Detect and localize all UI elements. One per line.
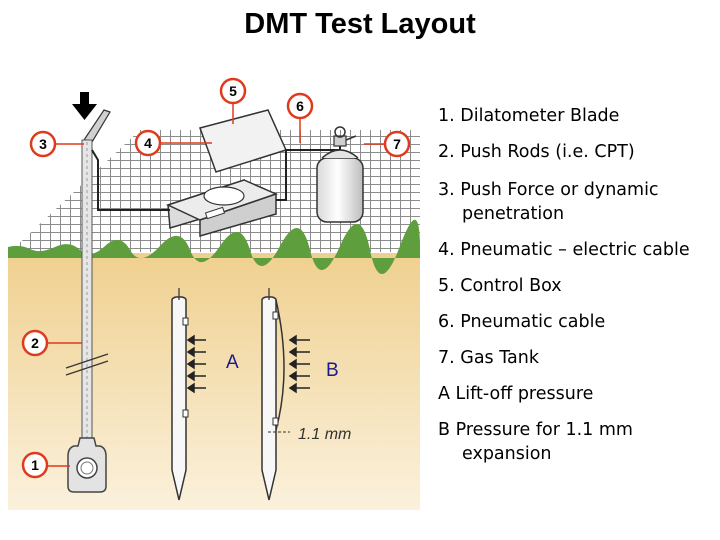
label-b: B [326,360,339,381]
callout-2: 2 [21,329,49,357]
gas-tank [316,126,364,223]
legend-item-text: 2. Push Rods (i.e. CPT) [438,142,635,162]
legend-item-text: B Pressure for 1.1 mm [438,420,633,440]
callout-leaders [48,104,384,467]
legend-item-text: 5. Control Box [438,276,562,296]
callout-3-label: 3 [39,136,47,152]
legend-item: B Pressure for 1.1 mm expansion [438,418,718,466]
legend-item-text: A Lift-off pressure [438,384,594,404]
legend-item: 2. Push Rods (i.e. CPT) [438,140,718,164]
legend-item-continuation: expansion [462,444,552,464]
callout-7: 7 [383,130,411,158]
control-box [165,109,288,237]
grass-line [8,219,420,275]
callout-4: 4 [134,129,162,157]
legend-item-continuation: penetration [462,204,565,224]
callout-4-label: 4 [144,135,152,151]
pneumatic-cable [276,142,341,201]
legend-item-text: 4. Pneumatic – electric cable [438,240,690,260]
legend-item: 4. Pneumatic – electric cable [438,238,718,262]
legend-item: 3. Push Force or dynamic penetration [438,178,718,226]
callout-2-label: 2 [31,335,39,351]
legend-item: 7. Gas Tank [438,346,718,370]
legend-item-text: 3. Push Force or dynamic [438,180,659,200]
callout-7-label: 7 [393,136,401,152]
callout-5-label: 5 [229,83,237,99]
callout-6-label: 6 [296,98,304,114]
callout-1-label: 1 [31,457,39,473]
blade-lift-off-view [171,288,206,501]
dilatometer-blade [67,437,107,493]
legend-item: A Lift-off pressure [438,382,718,406]
legend-item-text: 1. Dilatometer Blade [438,106,620,126]
label-a: A [226,352,239,373]
legend-item-text: 7. Gas Tank [438,348,539,368]
expansion-label: 1.1 mm [298,426,351,443]
callout-5: 5 [219,77,247,105]
blade-expansion-view [261,288,310,501]
legend-item-text: 6. Pneumatic cable [438,312,606,332]
legend-item: 1. Dilatometer Blade [438,104,718,128]
legend-item: 6. Pneumatic cable [438,310,718,334]
legend-item: 5. Control Box [438,274,718,298]
pneumatic-electric-cable [91,149,170,211]
push-force-arrow [72,92,97,120]
page-title: DMT Test Layout [244,8,476,40]
callout-1: 1 [21,451,49,479]
callout-6: 6 [286,92,314,120]
dmt-layout-diagram: A B 1.1 mm 1 2 3 4 5 6 7 [8,77,420,510]
callout-3: 3 [29,130,57,158]
